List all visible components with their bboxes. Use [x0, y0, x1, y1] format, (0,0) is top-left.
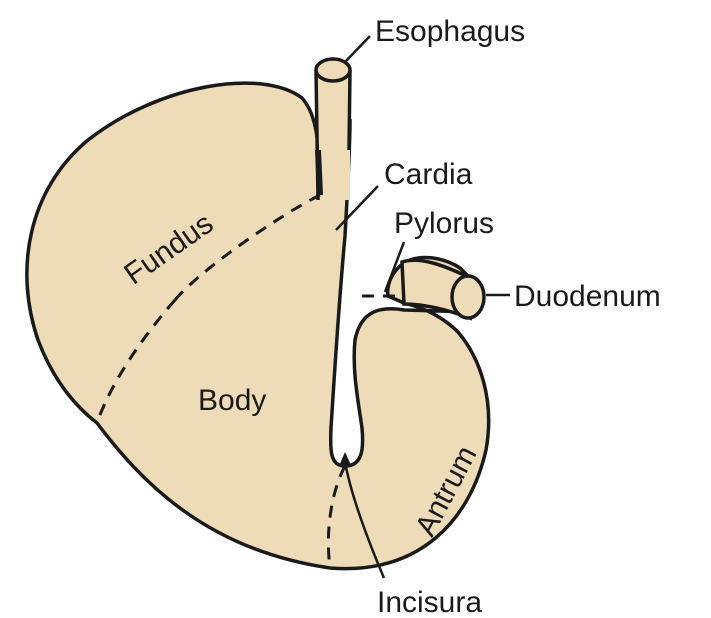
- cardiac-notch-line: [318, 150, 320, 195]
- esophagus-label: Esophagus: [375, 15, 525, 48]
- incisura-label: Incisura: [377, 586, 482, 618]
- esophagus-right-wall: [349, 70, 350, 150]
- duodenum-opening: [452, 276, 484, 318]
- pylorus-label: Pylorus: [394, 207, 494, 240]
- esophagus-opening: [316, 59, 350, 81]
- body-label: Body: [198, 384, 266, 417]
- incisura-arrowhead: [339, 452, 351, 466]
- stomach-outline: [27, 83, 489, 568]
- esophagus-leader: [345, 36, 370, 62]
- duodenum-label: Duodenum: [514, 280, 661, 313]
- cardia-label: Cardia: [384, 158, 473, 191]
